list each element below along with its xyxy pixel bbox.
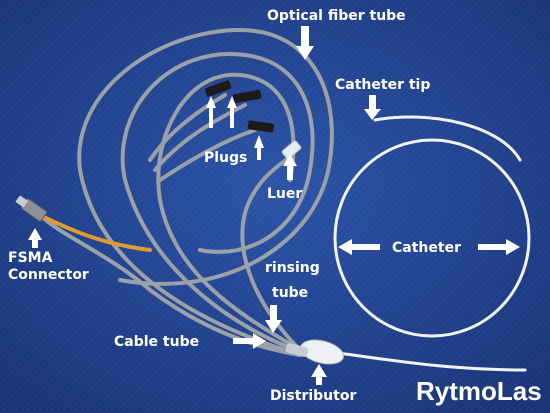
plug-branch-2 [153,103,247,172]
arrow-distributor [311,364,327,385]
arrow-plugs-3 [254,135,264,160]
inner-gray-loop [156,72,302,352]
catheter-loop [333,138,531,338]
arrow-rinsing-tube [265,305,282,333]
luer-fitting [281,140,302,160]
arrow-fsma [28,228,42,248]
label-fsma-line2: Connector [8,267,89,283]
plug-3 [247,120,275,133]
plug-branch-3 [158,128,257,182]
label-catheter: Catheter [392,240,461,256]
label-tube: tube [272,285,308,301]
catheter-lead [373,115,522,162]
arrow-luer [283,154,297,180]
middle-gray-loop [120,51,315,354]
arrow-optical-fiber-tube [296,26,314,60]
label-plugs: Plugs [204,150,247,166]
label-fsma-line1: FSMA [8,250,53,266]
label-distributor: Distributor [270,388,356,404]
plug-branch-1 [148,93,227,162]
plug-2 [232,89,262,104]
outer-gray-loop [77,27,334,357]
label-cable-tube: Cable tube [114,334,199,350]
distributor [285,339,345,365]
label-rinsing: rinsing [265,260,320,276]
arrow-cable-tube [233,333,266,349]
label-luer: Luer [267,186,302,202]
fsma-connector [15,195,47,222]
plugs-group [204,80,275,133]
arrow-catheter-double [338,239,520,255]
arrow-plugs-2 [227,96,237,128]
catheter-tail [328,350,527,372]
fsma-orange-fiber [38,213,152,252]
label-optical-fiber-tube: Optical fiber tube [267,8,406,24]
gray-tubes [38,27,334,357]
arrow-plugs-1 [206,96,216,128]
annotation-arrows [28,26,520,385]
white-catheter [328,115,531,372]
plug-1 [204,80,232,97]
luer-branch [240,153,302,352]
arrow-catheter-tip [364,95,381,120]
label-catheter-tip: Catheter tip [335,77,430,93]
brand-logo-text: RytmoLas [416,376,542,406]
